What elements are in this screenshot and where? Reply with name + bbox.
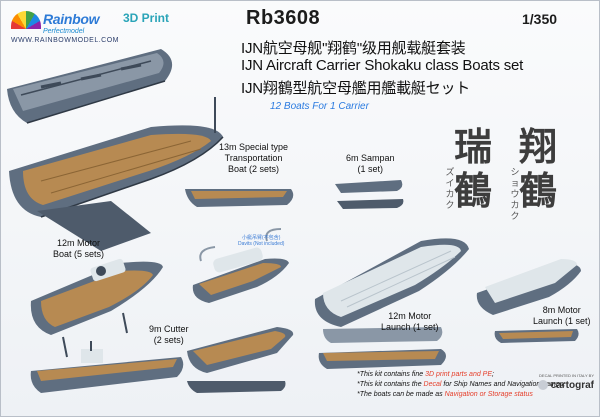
rainbow-icon	[11, 11, 41, 29]
boat-open-large	[7, 49, 173, 124]
label-line: Boat (2 sets)	[228, 164, 280, 174]
note-decal: *This kit contains the Decal for Ship Na…	[357, 381, 565, 388]
zuikaku-kanji: 瑞 鶴	[450, 125, 496, 213]
title-chinese: IJN航空母舰"翔鹤"级用舰载艇套装	[241, 40, 466, 57]
decal-small-text: DECAL PRINTED IN ITALY BY	[539, 373, 594, 378]
boat-special-transportation	[9, 97, 224, 251]
label-motor-launch-12m: 12m Motor Launch (1 set)	[381, 311, 439, 333]
note-highlight: Navigation or Storage status	[444, 391, 533, 398]
note-text: *This kit contains fine	[357, 371, 426, 378]
brand-name: Rainbow	[43, 11, 100, 27]
title-english: IJN Aircraft Carrier Shokaku class Boats…	[241, 57, 524, 74]
note-3d-parts: *This kit contains fine 3D print parts a…	[357, 371, 494, 378]
note-highlight: Decal	[423, 381, 442, 388]
label-line: 小艇吊臂(不包含)	[242, 235, 281, 241]
reading-char: ク	[510, 211, 520, 221]
label-line: 13m Special type	[219, 142, 289, 152]
brand-url: WWW.RAINBOWMODEL.COM	[11, 37, 119, 44]
reading-char: カ	[510, 200, 520, 210]
boat-motor-12m	[30, 258, 164, 358]
label-line: (1 set)	[357, 164, 384, 174]
reading-char: ョ	[510, 178, 520, 188]
label-special-type: 13m Special type Transportation Boat (2 …	[219, 142, 288, 175]
brand-logo: Rainbow Perfectmodel WWW.RAINBOWMODEL.CO…	[7, 7, 119, 49]
boat-transport-small	[185, 189, 294, 207]
shokaku-char-2: 鶴	[518, 168, 557, 213]
label-line: Boat (5 sets)	[53, 249, 105, 259]
note-status: *The boats can be made as Navigation or …	[357, 391, 533, 398]
label-line: 12m Motor	[57, 238, 101, 248]
note-text: for Ship Names and Navigation Lamps;	[441, 381, 566, 388]
boat-motor-bottom	[30, 341, 184, 393]
boat-motor-launch-8m	[476, 259, 581, 343]
cartograf-label: cartograf	[550, 380, 594, 391]
label-line: 9m Cutter	[149, 324, 189, 334]
label-line: Transportation	[224, 153, 283, 163]
label-line: Launch (1 set)	[533, 316, 591, 326]
shokaku-reading: シ ョ ウ カ ク	[509, 167, 521, 222]
boat-cutter-9m	[187, 327, 294, 393]
reading-char: ズ	[445, 167, 455, 177]
shokaku-char-1: 翔	[518, 124, 557, 169]
print-label: 3D Print	[123, 11, 170, 25]
label-line: Davits (Not included)	[238, 241, 285, 247]
cartograf-logo: cartograf	[516, 380, 594, 391]
reading-char: イ	[445, 178, 455, 188]
title-japanese: IJN翔鶴型航空母艦用艦載艇セット	[241, 80, 471, 97]
boat-motor-launch-12m	[314, 238, 469, 327]
note-highlight: 3D print parts and PE	[425, 371, 493, 378]
brand-tagline: Perfectmodel	[43, 28, 85, 35]
zuikaku-reading: ズ イ カ ク	[444, 167, 456, 211]
label-cutter-9m: 9m Cutter (2 sets)	[149, 324, 189, 346]
reading-char: ウ	[510, 189, 520, 199]
label-motor-boat-12m: 12m Motor Boat (5 sets)	[53, 238, 104, 260]
label-sampan: 6m Sampan (1 set)	[346, 153, 395, 175]
globe-icon	[537, 380, 548, 391]
reading-char: シ	[510, 167, 520, 177]
label-line: Launch (1 set)	[381, 322, 439, 332]
boat-motor-launch-storage	[318, 327, 446, 369]
boat-sampan	[335, 180, 404, 209]
zuikaku-char-2: 鶴	[453, 168, 492, 213]
boats-count: 12 Boats For 1 Carrier	[270, 101, 369, 112]
decal-credit: DECAL PRINTED IN ITALY BY cartograf	[516, 373, 594, 391]
reading-char: カ	[445, 189, 455, 199]
label-line: 6m Sampan	[346, 153, 395, 163]
shokaku-kanji: 翔 鶴	[515, 125, 561, 213]
label-line: 8m Motor	[542, 305, 581, 315]
scale-label: 1/350	[522, 11, 558, 27]
label-line: (2 sets)	[153, 335, 184, 345]
label-davits: 小艇吊臂(不包含) Davits (Not included)	[238, 235, 284, 247]
label-line: 12m Motor	[388, 311, 432, 321]
boat-cutter-davits	[192, 228, 289, 303]
note-text: ;	[492, 371, 494, 378]
zuikaku-char-1: 瑞	[453, 124, 492, 169]
note-text: *This kit contains the	[357, 381, 424, 388]
label-motor-launch-8m: 8m Motor Launch (1 set)	[533, 305, 591, 327]
note-text: *The boats can be made as	[357, 391, 445, 398]
product-code: Rb3608	[246, 7, 321, 29]
reading-char: ク	[445, 200, 455, 210]
